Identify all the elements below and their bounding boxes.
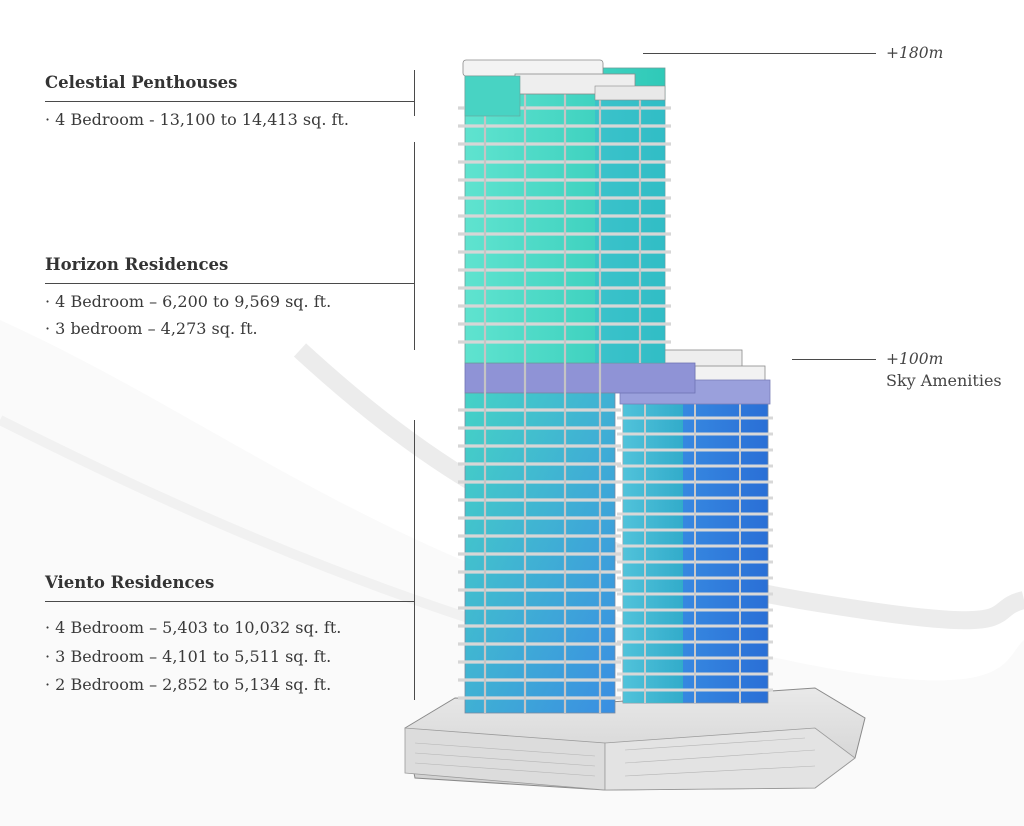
unit-item: · 4 Bedroom – 5,403 to 10,032 sq. ft.	[45, 618, 342, 637]
leader-line-sky	[792, 359, 876, 360]
unit-list: · 4 Bedroom – 6,200 to 9,569 sq. ft. · 3…	[45, 288, 415, 342]
section-viento-residences: Viento Residences · 4 Bedroom – 5,403 to…	[45, 573, 415, 700]
section-title: Celestial Penthouses	[45, 73, 238, 92]
bracket-celestial	[414, 70, 415, 116]
tower-illustration	[404, 59, 866, 791]
bracket-horizon	[414, 142, 415, 350]
unit-list: · 4 Bedroom – 5,403 to 10,032 sq. ft. · …	[45, 614, 415, 700]
unit-item: · 3 Bedroom – 4,101 to 5,511 sq. ft.	[45, 646, 332, 666]
callout-sky-amenities: +100m Sky Amenities	[886, 349, 1002, 391]
unit-list: · 4 Bedroom - 13,100 to 14,413 sq. ft.	[45, 106, 415, 133]
section-title: Viento Residences	[45, 573, 215, 592]
unit-item: · 4 Bedroom – 6,200 to 9,569 sq. ft.	[45, 292, 332, 311]
section-rule	[45, 101, 415, 102]
section-celestial-penthouses: Celestial Penthouses · 4 Bedroom - 13,10…	[45, 73, 415, 133]
upper-tower	[458, 59, 671, 714]
amenity-label: Sky Amenities	[886, 371, 1002, 390]
callout-top-height: +180m	[886, 43, 943, 62]
unit-item: · 4 Bedroom - 13,100 to 14,413 sq. ft.	[45, 110, 349, 129]
section-rule	[45, 601, 415, 602]
leader-line-top	[643, 53, 876, 54]
section-title: Horizon Residences	[45, 255, 229, 274]
height-label: +100m	[886, 350, 944, 368]
podium	[404, 687, 866, 791]
unit-item: · 2 Bedroom – 2,852 to 5,134 sq. ft.	[45, 675, 332, 694]
section-horizon-residences: Horizon Residences · 4 Bedroom – 6,200 t…	[45, 255, 415, 342]
height-label: +180m	[886, 44, 944, 62]
unit-item: · 3 bedroom – 4,273 sq. ft.	[45, 319, 258, 338]
lower-tower	[617, 349, 773, 704]
section-rule	[45, 283, 415, 284]
bracket-viento	[414, 420, 415, 700]
sky-bridge	[464, 362, 696, 394]
